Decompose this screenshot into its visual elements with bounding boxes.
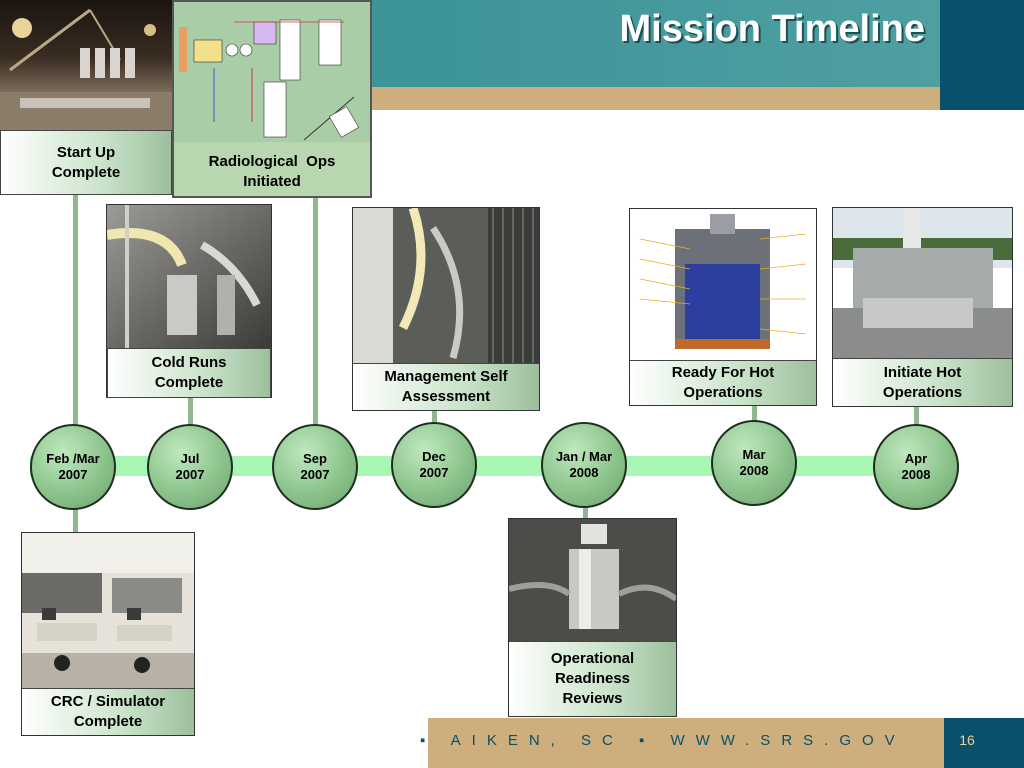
radiological-label: Radiological Ops Initiated — [174, 152, 370, 192]
label-line: Complete — [73, 713, 143, 730]
milestone-node: Apr 2008 — [873, 424, 959, 510]
connector-line — [73, 195, 78, 535]
connector-line — [188, 398, 193, 428]
milestone-date: Jan / Mar — [555, 449, 613, 464]
milestone-date: Sep — [303, 451, 327, 466]
connector-line — [432, 410, 437, 428]
initiate-hot-label: Initiate Hot Operations — [833, 358, 1012, 406]
milestone-node: Dec 2007 — [391, 422, 477, 508]
milestone-node: Sep 2007 — [272, 424, 358, 510]
crc-label: CRC / Simulator Complete — [22, 688, 194, 735]
ready-hot-label: Ready For Hot Operations — [630, 360, 816, 405]
label-line: Initiated — [243, 173, 301, 190]
header-tan-strip — [370, 87, 940, 110]
connector-line — [313, 198, 318, 426]
radiological-card: Radiological Ops Initiated — [172, 0, 372, 198]
label-line: Reviews — [562, 690, 623, 707]
label-line: CRC / Simulator — [50, 693, 166, 710]
milestone-date: Jul — [180, 451, 200, 466]
milestone-year: 2007 — [419, 465, 449, 480]
milestone-year: 2007 — [300, 467, 330, 482]
cold-runs-card — [106, 204, 272, 398]
start-up-label: Start Up Complete — [0, 130, 172, 195]
milestone-date: Apr — [904, 451, 928, 466]
orr-card: Operational Readiness Reviews — [508, 518, 677, 717]
milestone-year: 2007 — [58, 467, 88, 482]
label-line: Operational — [550, 650, 635, 667]
connector-line — [914, 406, 919, 428]
milestone-year: 2008 — [901, 467, 931, 482]
ready-hot-card: Ready For Hot Operations — [629, 208, 817, 406]
label-line: Readiness — [554, 670, 631, 687]
crc-card: CRC / Simulator Complete — [21, 532, 195, 736]
milestone-year: 2008 — [569, 465, 599, 480]
milestone-year: 2007 — [175, 467, 205, 482]
process-diagram-image — [174, 2, 370, 142]
label-line: Assessment — [401, 388, 491, 405]
label-line: Ready For Hot — [671, 364, 775, 381]
page-title: Mission Timeline — [619, 8, 925, 50]
initiate-hot-card: Initiate Hot Operations — [832, 207, 1013, 407]
milestone-node: Jul 2007 — [147, 424, 233, 510]
header-navy-block — [940, 0, 1024, 110]
milestone-date: Dec — [422, 449, 446, 464]
label-line: Start Up — [56, 143, 116, 161]
mgmt-self-label: Management Self Assessment — [353, 363, 539, 410]
page-number: 16 — [959, 732, 975, 748]
connector-line — [583, 504, 588, 520]
cutaway-diagram-image — [630, 209, 816, 359]
milestone-node: Jan / Mar 2008 — [541, 422, 627, 508]
startup-photo — [0, 0, 172, 130]
label-line: Management Self — [384, 368, 508, 385]
label-line: Radiological Ops — [208, 153, 336, 170]
label-line: Operations — [882, 383, 963, 401]
pipework-photo — [107, 205, 271, 349]
mgmt-self-card: Management Self Assessment — [352, 207, 540, 411]
milestone-year: 2008 — [739, 463, 769, 478]
label-line: Initiate Hot — [883, 363, 962, 381]
milestone-date: Feb /Mar — [46, 451, 100, 466]
connector-line — [752, 406, 757, 424]
label-line: Cold Runs — [151, 354, 227, 371]
cold-runs-label: Cold Runs Complete — [107, 348, 271, 398]
facility-exterior-photo — [833, 208, 1012, 358]
control-room-photo — [22, 533, 194, 688]
milestone-date: Mar — [742, 447, 766, 462]
orr-label: Operational Readiness Reviews — [509, 641, 676, 716]
footer-location-url: ▪ AIKEN, SC ▪ WWW.SRS.GOV — [420, 732, 906, 749]
vessel-photo — [509, 519, 676, 641]
label-line: Operations — [683, 384, 763, 401]
milestone-node: Mar 2008 — [711, 420, 797, 506]
equipment-photo — [353, 208, 539, 363]
milestone-node: Feb /Mar 2007 — [30, 424, 116, 510]
footer-navy-block — [944, 718, 1024, 768]
label-line: Complete — [154, 374, 224, 391]
label-line: Complete — [51, 163, 121, 181]
footer-band — [428, 718, 944, 768]
night-facility-image — [0, 8, 172, 130]
